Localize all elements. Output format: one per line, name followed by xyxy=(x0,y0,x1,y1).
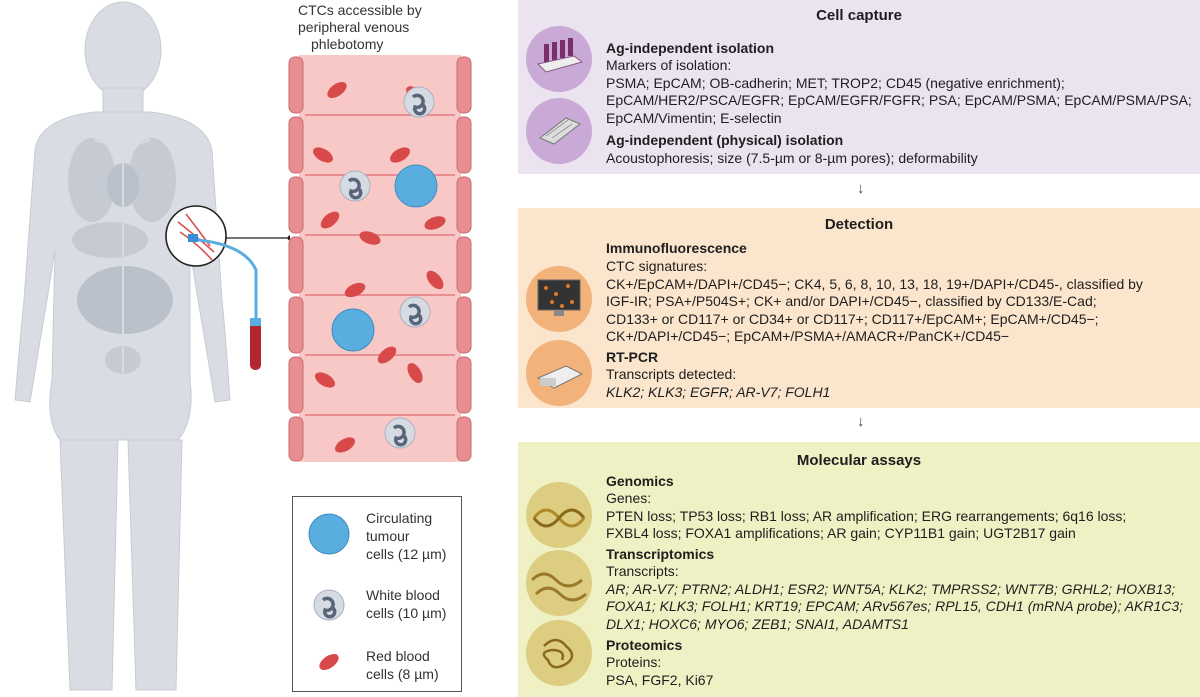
red-blood-cell xyxy=(315,372,335,388)
section-heading: Genomics xyxy=(606,473,674,489)
dna-helix-icon xyxy=(526,482,592,548)
molecular-assays-panel: Molecular assays Genomics Genes: PTEN lo… xyxy=(518,442,1200,697)
detection-panel: Detection Immunofluorescence CTC signatu… xyxy=(518,208,1200,408)
vessel-caption-line: CTCs accessible by xyxy=(298,2,422,18)
legend-line: cells (8 µm) xyxy=(366,666,439,682)
section-heading: Ag-independent (physical) isolation xyxy=(606,132,844,148)
red-blood-cell xyxy=(344,282,366,298)
section-text: EpCAM/HER2/PSCA/EGFR; EpCAM/EGFR/FGFR; P… xyxy=(606,92,1192,108)
section-text: IGF-IR; PSA+/P504S+; CK+ and/or DAPI+/CD… xyxy=(606,293,1097,309)
cell-capture-panel: Cell capture Ag-independent isolation Ma… xyxy=(518,0,1200,174)
red-blood-cell xyxy=(327,82,347,98)
section-text: CTC signatures: xyxy=(606,258,708,274)
red-blood-cell xyxy=(320,211,340,229)
flow-arrow: ↓ xyxy=(857,180,865,197)
section-text: Proteins: xyxy=(606,654,662,670)
legend-icons xyxy=(308,513,350,670)
section-heading: RT-PCR xyxy=(606,349,659,365)
filter-membrane-icon xyxy=(526,98,592,164)
section-heading: Immunofluorescence xyxy=(606,240,747,256)
white-blood-cell xyxy=(339,170,371,202)
section-heading: Ag-independent isolation xyxy=(606,40,774,56)
white-blood-cell xyxy=(399,296,431,328)
panel-title: Detection xyxy=(824,216,894,233)
legend-rbc-label: Red blood cells (8 µm) xyxy=(366,647,439,683)
vessel-caption-line: phlebotomy xyxy=(311,36,384,52)
human-body-illustration xyxy=(14,1,290,691)
rna-strand-icon xyxy=(526,550,592,616)
circulating-tumour-cell xyxy=(394,164,438,208)
section-text: Transcripts detected: xyxy=(606,366,737,382)
section-heading: Transcriptomics xyxy=(606,546,715,562)
blood-tube-icon xyxy=(250,320,261,370)
section-text: Markers of isolation: xyxy=(606,57,732,73)
microfluidic-chip-icon xyxy=(526,26,592,92)
rbc-legend-icon xyxy=(319,654,339,670)
white-blood-cell xyxy=(403,86,435,118)
red-blood-cell xyxy=(335,437,355,453)
red-blood-cell xyxy=(390,147,410,163)
section-text: FOXA1; KLK3; FOLH1; KRT19; EPCAM; ARv567… xyxy=(606,598,1184,614)
legend-line: Circulating xyxy=(366,510,433,526)
white-blood-cell xyxy=(384,417,416,449)
section-text: CD133+ or CD117+ or CD34+ or CD117+; CD1… xyxy=(606,310,1099,327)
red-blood-cell xyxy=(424,216,446,230)
vessel-caption: CTCs accessible by peripheral venous phl… xyxy=(298,2,422,53)
red-blood-cell xyxy=(407,363,423,383)
red-blood-cell xyxy=(313,147,333,163)
section-text: Genes: xyxy=(606,490,652,506)
section-text: CK+/DAPI+/CD45−; EpCAM+/PSMA+/AMACR+/Pan… xyxy=(606,328,1010,344)
flow-arrow: ↓ xyxy=(857,413,865,430)
section-text: AR; AR-V7; PTRN2; ALDH1; ESR2; WNT5A; KL… xyxy=(606,580,1176,597)
legend-line: tumour xyxy=(366,528,410,544)
pcr-machine-icon xyxy=(526,340,592,406)
section-heading: Proteomics xyxy=(606,637,683,653)
legend-line: cells (12 µm) xyxy=(366,546,447,562)
legend-ctc-label: Circulating tumour cells (12 µm) xyxy=(366,509,446,563)
section-text: PSMA; EpCAM; OB-cadherin; MET; TROP2; CD… xyxy=(606,74,1065,91)
section-text: DLX1; HOXC6; MYO6; ZEB1; SNAI1, ADAMTS1 xyxy=(606,615,909,632)
circulating-tumour-cell xyxy=(331,308,375,352)
red-blood-cell xyxy=(359,231,381,245)
legend-line: White blood xyxy=(366,587,440,603)
vessel-caption-line: peripheral venous xyxy=(298,19,410,35)
section-text: PSA, FGF2, Ki67 xyxy=(606,671,714,688)
section-text: KLK2; KLK3; EGFR; AR-V7; FOLH1 xyxy=(606,383,831,400)
microscope-screen-icon xyxy=(526,266,592,332)
ctc-legend-icon xyxy=(308,513,350,555)
section-text: FXBL4 loss; FOXA1 amplifications; AR gai… xyxy=(606,525,1076,541)
cell-legend: Circulating tumour cells (12 µm) White b… xyxy=(292,496,462,692)
section-text: CK+/EpCAM+/DAPI+/CD45−; CK4, 5, 6, 8, 10… xyxy=(606,275,1143,292)
panel-title: Cell capture xyxy=(816,7,902,24)
wbc-legend-icon xyxy=(313,589,345,621)
red-blood-cell xyxy=(426,270,444,290)
panel-title: Molecular assays xyxy=(796,452,922,469)
red-blood-cell xyxy=(377,346,397,364)
section-text: Transcripts: xyxy=(606,563,679,579)
blood-vessel-illustration xyxy=(288,55,472,462)
protein-structure-icon xyxy=(526,620,592,686)
section-text: PTEN loss; TP53 loss; RB1 loss; AR ampli… xyxy=(606,507,1127,524)
section-text: Acoustophoresis; size (7.5-µm or 8-µm po… xyxy=(606,149,978,166)
section-text: EpCAM/Vimentin; E-selectin xyxy=(606,109,782,126)
legend-line: cells (10 µm) xyxy=(366,605,447,621)
legend-line: Red blood xyxy=(366,648,430,664)
legend-wbc-label: White blood cells (10 µm) xyxy=(366,586,446,622)
